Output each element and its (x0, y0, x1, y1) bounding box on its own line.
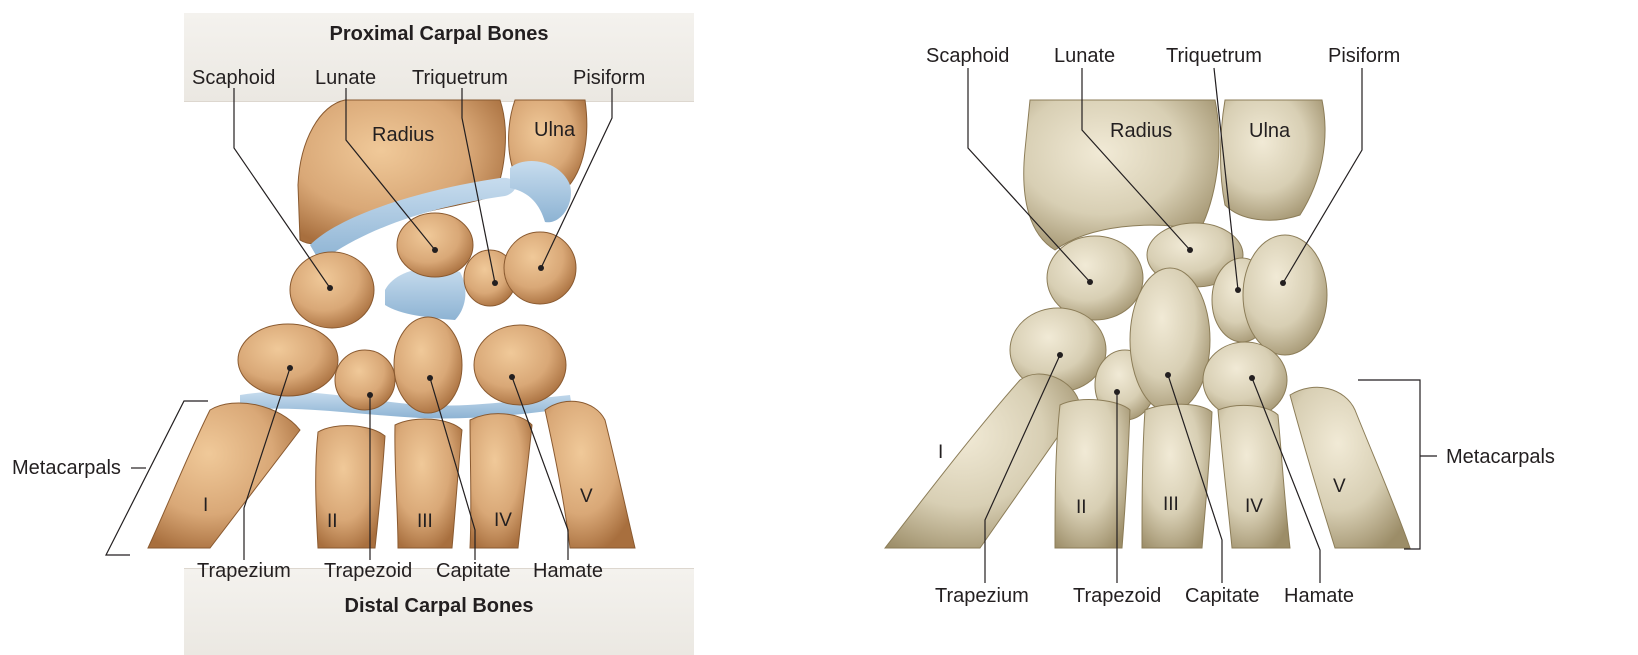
label-right-scaphoid: Scaphoid (926, 45, 1009, 67)
label-left-capitate: Capitate (436, 560, 511, 582)
numeral-left-i: I (203, 495, 208, 517)
label-right-hamate: Hamate (1284, 585, 1354, 607)
dot-right-trapezoid (1114, 389, 1120, 395)
dot-left-scaphoid (327, 285, 333, 291)
label-left-pisiform: Pisiform (573, 67, 645, 89)
lunate-bone (397, 213, 473, 277)
numeral-left-iv: IV (494, 510, 512, 532)
metacarpal-i-photo (885, 374, 1080, 548)
dot-right-capitate (1165, 372, 1171, 378)
dot-right-trapezium (1057, 352, 1063, 358)
numeral-right-i: I (938, 442, 943, 464)
label-right-trapezoid: Trapezoid (1073, 585, 1161, 607)
left-illustration (148, 100, 635, 548)
dot-left-triquetrum (492, 280, 498, 286)
numeral-right-ii: II (1076, 497, 1087, 519)
numeral-right-iii: III (1163, 494, 1179, 516)
dot-left-trapezoid (367, 392, 373, 398)
label-left-lunate: Lunate (315, 67, 376, 89)
trapezoid-bone (335, 350, 395, 410)
label-left-trapezoid: Trapezoid (324, 560, 412, 582)
dot-right-lunate (1187, 247, 1193, 253)
label-right-radius: Radius (1110, 120, 1172, 142)
dot-right-pisiform (1280, 280, 1286, 286)
pisiform-bone-photo (1243, 235, 1327, 355)
hamate-bone (474, 325, 566, 405)
label-left-ulna: Ulna (534, 119, 575, 141)
metacarpal-i-bone (148, 403, 300, 548)
dot-left-hamate (509, 374, 515, 380)
label-left-radius: Radius (372, 124, 434, 146)
label-right-lunate: Lunate (1054, 45, 1115, 67)
numeral-right-iv: IV (1245, 496, 1263, 518)
label-left-scaphoid: Scaphoid (192, 67, 275, 89)
label-right-triquetrum: Triquetrum (1166, 45, 1262, 67)
label-right-pisiform: Pisiform (1328, 45, 1400, 67)
label-right-trapezium: Trapezium (935, 585, 1029, 607)
right-photograph (885, 100, 1410, 548)
label-right-capitate: Capitate (1185, 585, 1260, 607)
numeral-left-ii: II (327, 511, 338, 533)
numeral-right-v: V (1333, 476, 1346, 498)
label-left-metacarpals: Metacarpals (12, 457, 121, 479)
metacarpal-v-photo (1290, 387, 1410, 548)
dot-right-hamate (1249, 375, 1255, 381)
ulna-bone-photo (1220, 100, 1325, 220)
trapezium-bone (238, 324, 338, 396)
dot-left-lunate (432, 247, 438, 253)
label-left-hamate: Hamate (533, 560, 603, 582)
numeral-left-v: V (580, 486, 593, 508)
dot-left-trapezium (287, 365, 293, 371)
metacarpal-ii-photo (1055, 400, 1130, 548)
dot-left-pisiform (538, 265, 544, 271)
scaphoid-bone-photo (1047, 236, 1143, 320)
label-left-triquetrum: Triquetrum (412, 67, 508, 89)
label-left-trapezium: Trapezium (197, 560, 291, 582)
capitate-bone (394, 317, 462, 413)
dot-right-triquetrum (1235, 287, 1241, 293)
label-right-ulna: Ulna (1249, 120, 1290, 142)
label-right-metacarpals: Metacarpals (1446, 446, 1555, 468)
capitate-bone-photo (1130, 268, 1210, 412)
metacarpal-iv-photo (1218, 405, 1290, 548)
dot-right-scaphoid (1087, 279, 1093, 285)
radius-bone (298, 100, 505, 244)
metacarpal-v-bone (545, 401, 635, 548)
dot-left-capitate (427, 375, 433, 381)
numeral-left-iii: III (417, 511, 433, 533)
